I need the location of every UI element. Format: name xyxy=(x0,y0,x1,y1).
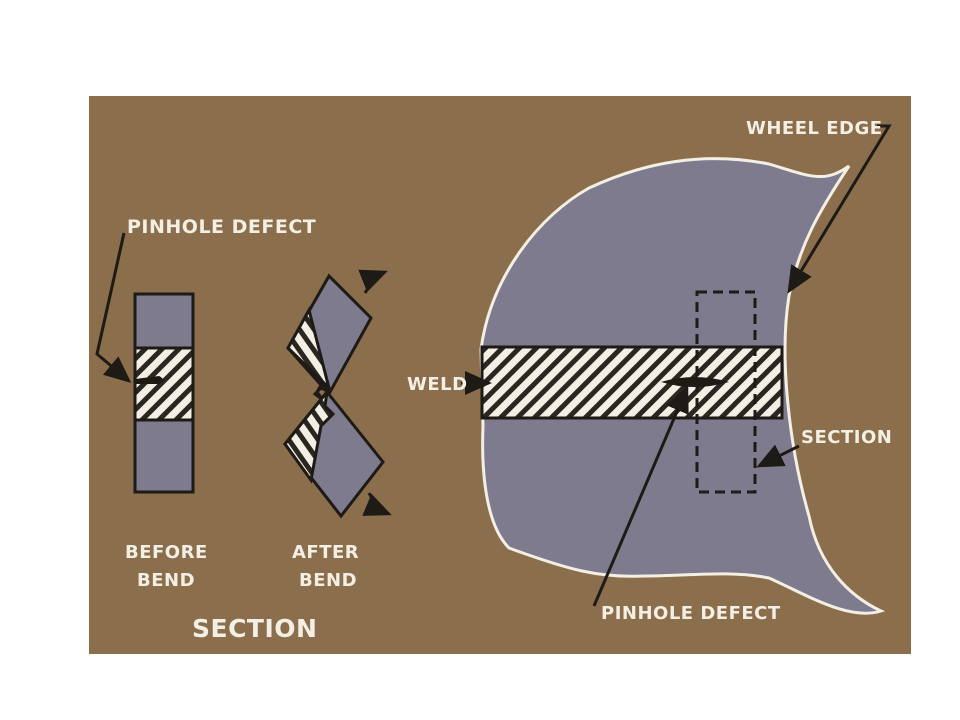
weld-pinhole xyxy=(661,377,729,387)
after-bend-specimen xyxy=(283,269,392,519)
after-bend-arrow-top xyxy=(358,269,388,294)
wheel-edge-label: WHEEL EDGE xyxy=(746,118,883,139)
pinhole-defect-left-label: PINHOLE DEFECT xyxy=(127,216,316,238)
pinhole-leader-right xyxy=(592,385,689,607)
weld-label: WELD xyxy=(407,374,468,395)
pinhole-defect-right-label: PINHOLE DEFECT xyxy=(601,603,781,624)
diagram-slide: PINHOLE DEFECT BEFORE BEND AFTER BEND SE… xyxy=(89,96,911,654)
weld-bend-test-diagram: PINHOLE DEFECT BEFORE BEND AFTER BEND SE… xyxy=(95,118,892,643)
before-bend-pinhole xyxy=(135,376,163,384)
before-bend-specimen xyxy=(133,292,195,494)
after-bend-label-line1: AFTER xyxy=(292,542,359,563)
weld-band xyxy=(480,345,784,420)
after-bend-label-line2: BEND xyxy=(299,570,357,591)
after-bend-arrow-bottom xyxy=(362,492,392,516)
before-bend-label-line1: BEFORE xyxy=(125,542,208,563)
section-leader xyxy=(756,444,800,468)
before-bend-label-line2: BEND xyxy=(137,570,195,591)
section-title-label: SECTION xyxy=(192,614,317,643)
pinhole-leader-left xyxy=(95,232,132,383)
before-bend-top-block xyxy=(133,292,195,350)
section-right-label: SECTION xyxy=(801,427,892,448)
after-bend-upper-weld-wedge xyxy=(286,305,332,393)
wheel-section xyxy=(479,157,886,615)
section-outline-box xyxy=(695,290,757,494)
before-bend-bottom-block xyxy=(133,418,195,494)
after-bend-lower-weld xyxy=(283,386,336,484)
wheel-edge-leader xyxy=(787,124,892,294)
